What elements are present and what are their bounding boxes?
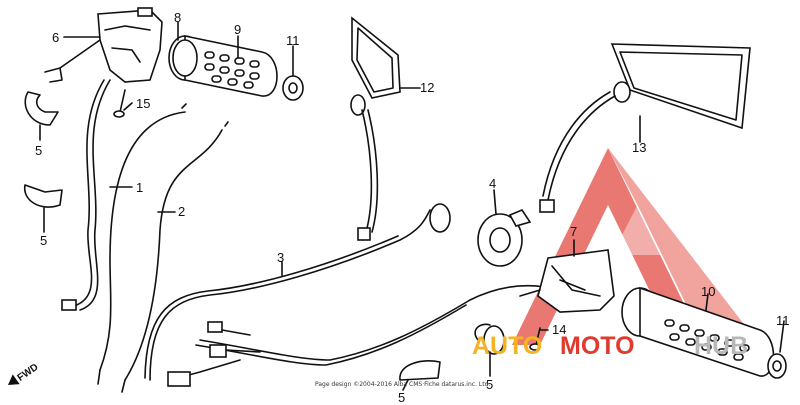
callout-9: 9 [234,22,241,37]
fwd-label: FWD [16,362,41,384]
watermark-text: AUTO MOTO HUB [472,332,748,360]
fwd-indicator: FWD [8,362,41,385]
mirror-right [539,43,751,213]
watermark-hub: HUB [694,332,748,360]
clamp-bottom [483,325,505,355]
callout-4: 4 [489,176,496,191]
wiring-harness [144,203,561,387]
watermark-auto: AUTO [472,332,542,360]
footer-text: Page design ©2004-2016 Alba CMS·Fiche da… [315,381,490,388]
grip-end-bottom [767,353,787,379]
wiring-guide [477,209,532,267]
left-switch-housing [44,7,163,83]
callout-13: 13 [632,140,646,155]
callout-10: 10 [701,284,715,299]
callout-2: 2 [178,204,185,219]
callout-5-c: 5 [486,377,493,392]
callout-3: 3 [277,250,284,265]
throttle-grip-assembly [168,35,278,97]
screw [113,89,126,118]
callout-12: 12 [420,80,434,95]
callout-6: 6 [52,30,59,45]
right-switch-housing [519,249,615,313]
throttle-cables [61,79,229,393]
screw-right [529,327,541,351]
leader-lines [39,21,785,391]
callout-11-top: 11 [286,33,300,48]
callout-14: 14 [552,322,566,337]
callout-8: 8 [174,10,181,25]
watermark-moto: MOTO [560,332,635,360]
callout-5-a: 5 [35,143,42,158]
grip-right [621,286,775,377]
callout-11-bottom: 11 [776,313,790,328]
cable-clamps [24,91,491,381]
mirror-left [350,16,401,241]
callout-15: 15 [136,96,150,111]
callouts: 6 8 9 11 12 13 15 1 2 3 4 7 10 14 5 5 5 … [35,10,790,405]
grip-end-top [282,75,304,101]
callout-7: 7 [570,224,577,239]
callout-1: 1 [136,180,143,195]
callout-5-b: 5 [40,233,47,248]
callout-5-d: 5 [398,390,405,405]
